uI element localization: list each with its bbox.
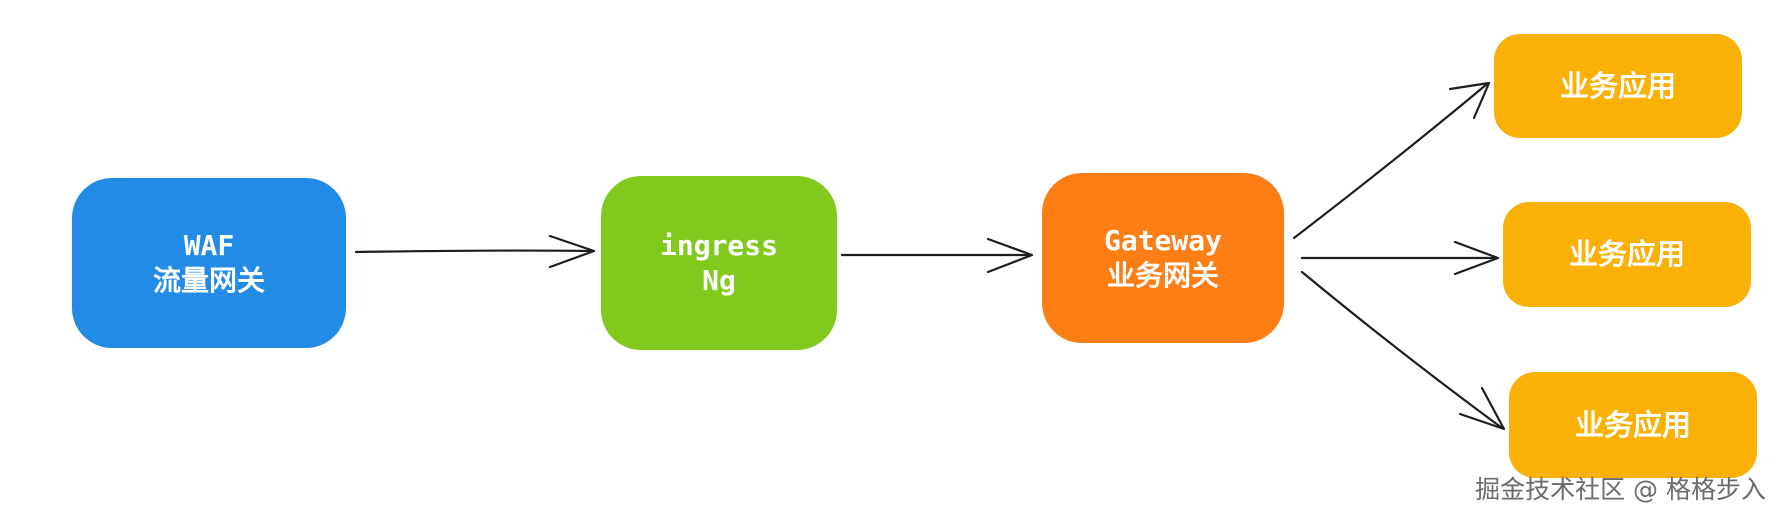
node-waf: WAF 流量网关	[72, 178, 346, 348]
node-app-2: 业务应用	[1503, 202, 1751, 307]
watermark: 掘金技术社区 @ 格格步入	[1475, 475, 1766, 504]
arrowhead-waf-to-ingress	[548, 234, 596, 269]
node-ingress: ingress Ng	[601, 176, 837, 350]
arrowhead-gateway-to-app3	[1458, 386, 1506, 431]
arrow-gateway-to-app3	[1300, 270, 1504, 430]
arrowhead-gateway-to-app1	[1448, 81, 1491, 120]
node-app-3-label: 业务应用	[1574, 407, 1691, 442]
node-app-1: 业务应用	[1494, 34, 1742, 138]
node-gateway-subtitle: 业务网关	[1106, 259, 1219, 292]
arrow-gateway-to-app1	[1292, 82, 1489, 240]
arrow-waf-to-ingress	[354, 249, 594, 254]
arrowhead-gateway-to-app2	[1453, 240, 1500, 276]
node-app-2-label: 业务应用	[1568, 237, 1685, 272]
node-ingress-subtitle: Ng	[702, 264, 736, 297]
node-gateway-title: Gateway	[1103, 224, 1222, 257]
node-waf-title: WAF	[183, 229, 235, 262]
node-gateway: Gateway 业务网关	[1042, 173, 1284, 343]
node-waf-subtitle: 流量网关	[152, 264, 265, 297]
node-ingress-title: ingress	[659, 229, 778, 262]
node-app-3: 业务应用	[1509, 372, 1757, 478]
node-app-1-label: 业务应用	[1559, 68, 1676, 103]
arrowhead-ingress-to-gateway	[986, 237, 1034, 274]
